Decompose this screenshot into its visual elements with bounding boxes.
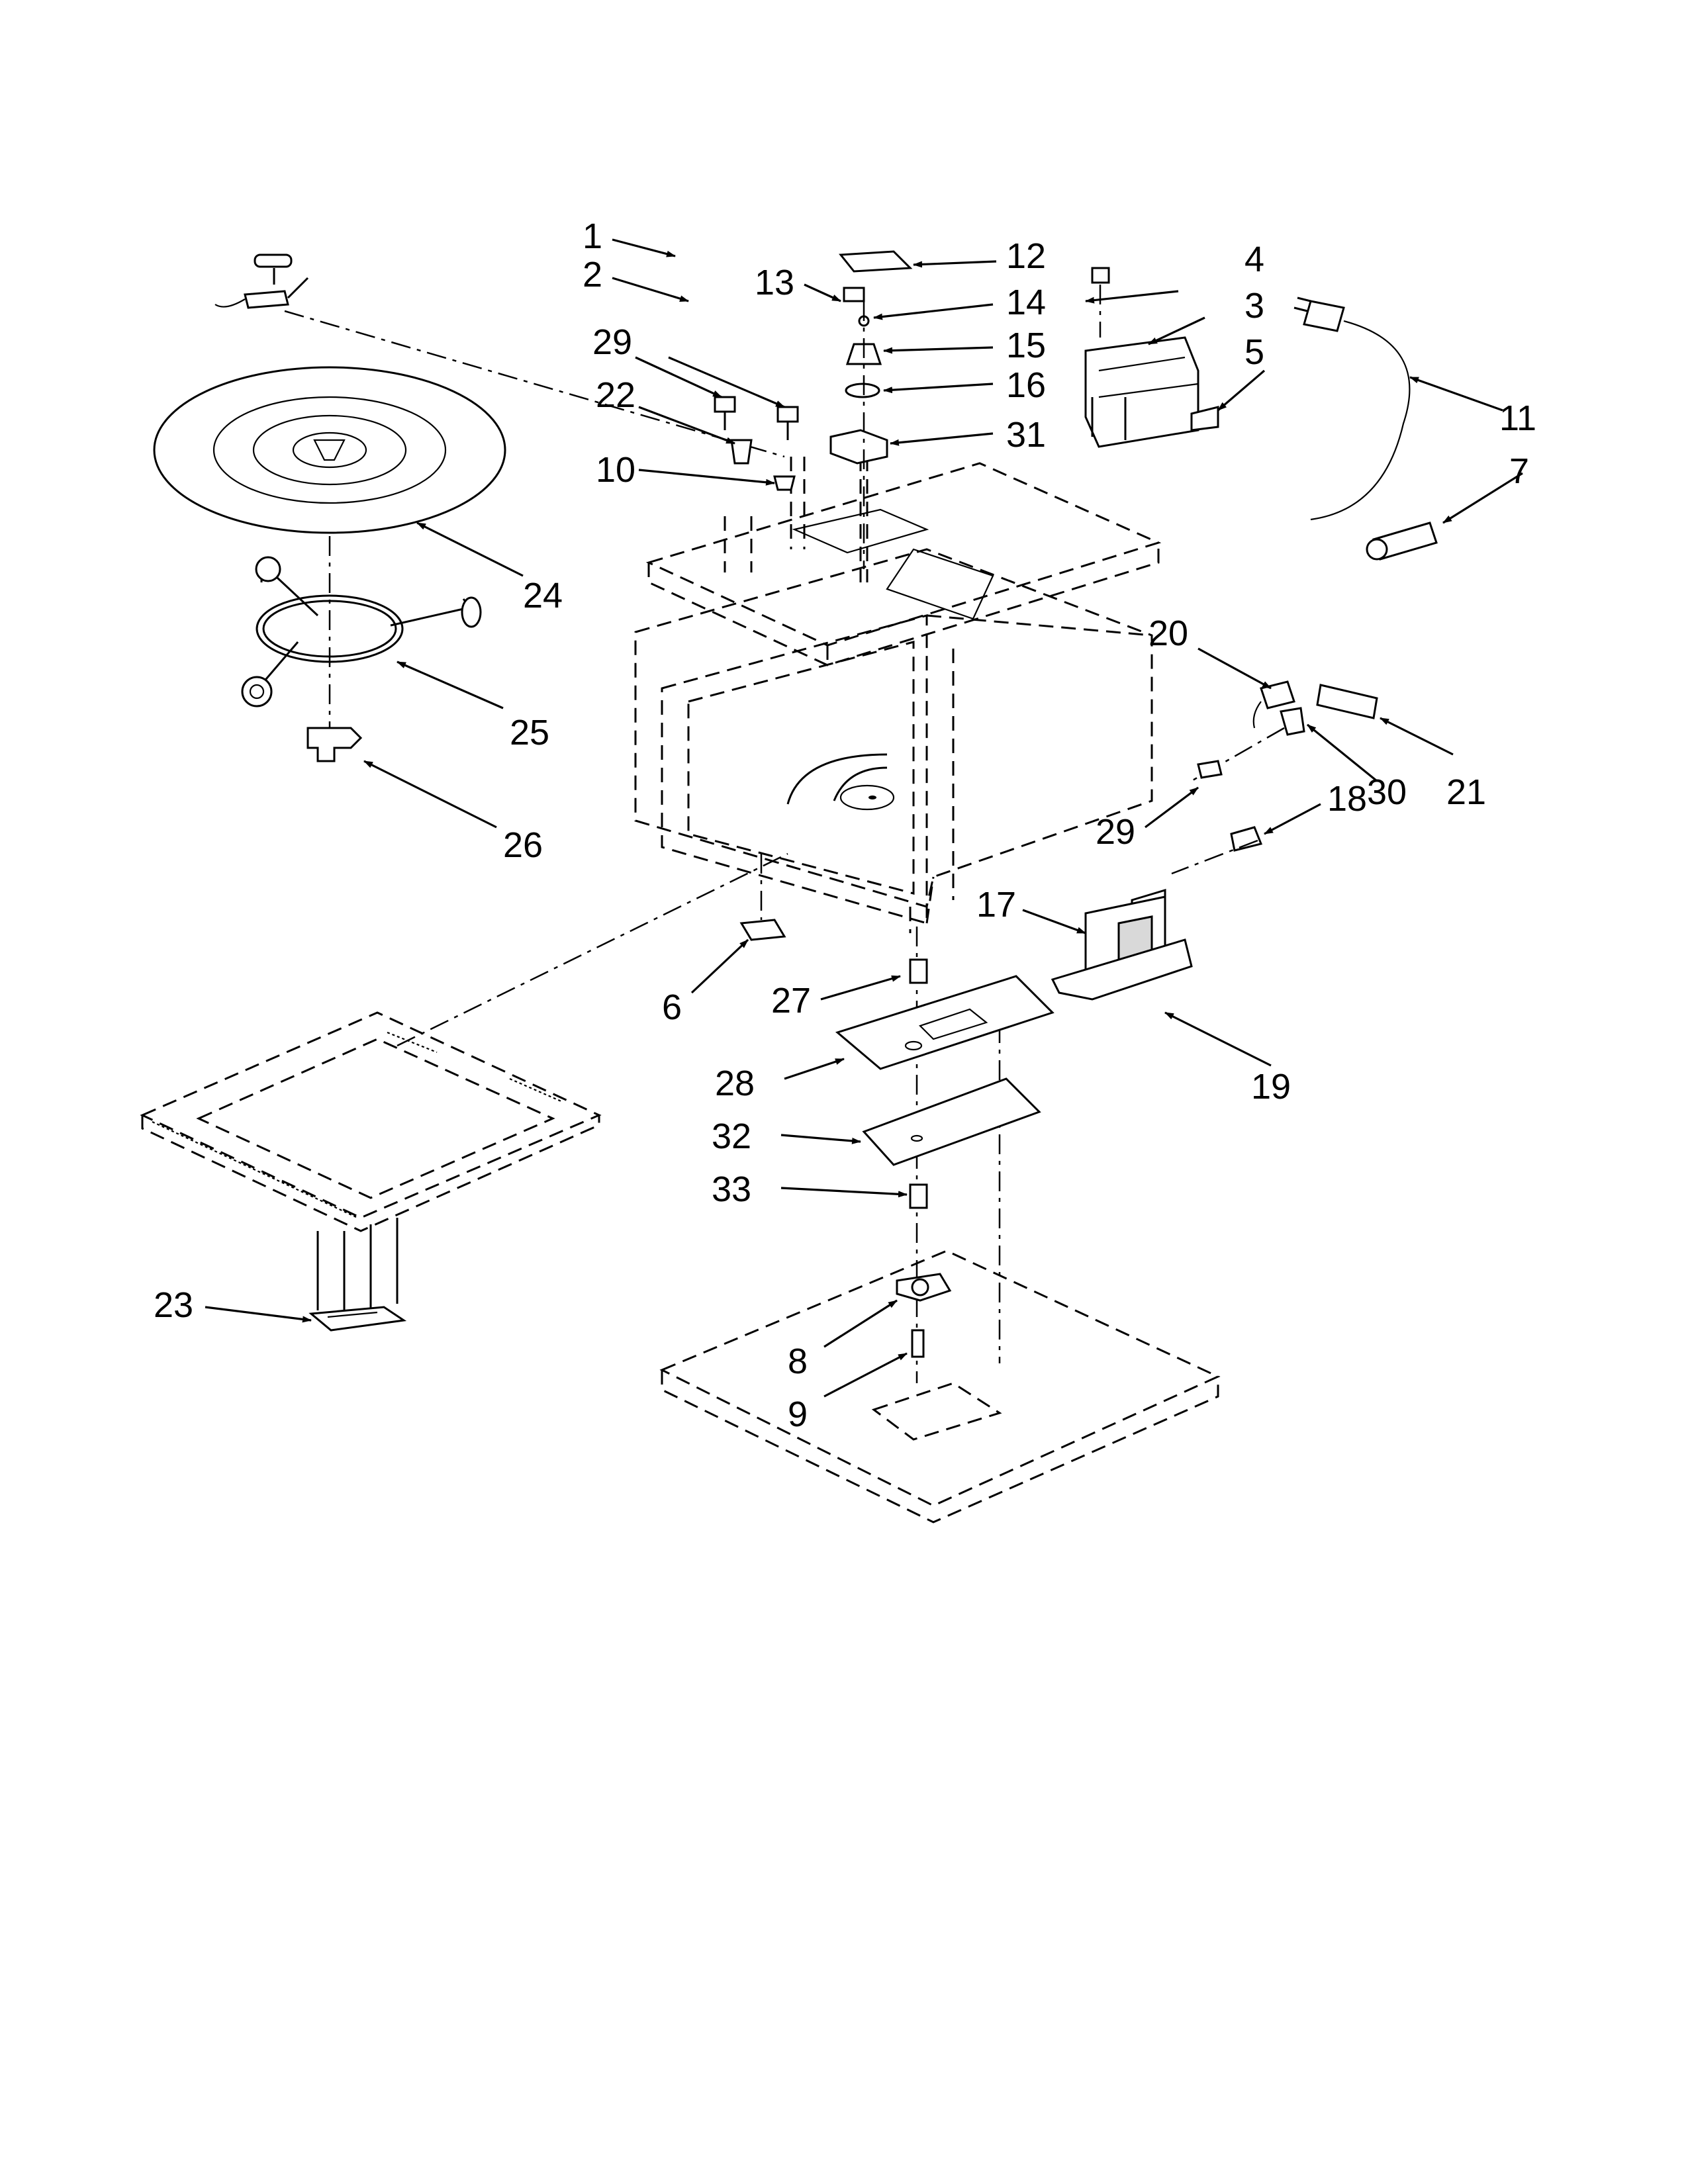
callout-3: 3	[1244, 286, 1264, 326]
callout-25: 25	[510, 713, 549, 752]
callout-23: 23	[154, 1285, 193, 1325]
transformer	[1051, 888, 1193, 1001]
callout-33: 33	[712, 1169, 751, 1209]
oven-cabinet	[634, 457, 1162, 933]
leader-arrows	[205, 238, 1523, 1398]
magnetron	[1084, 267, 1219, 448]
callout-27: 27	[771, 981, 811, 1021]
callout-17: 17	[976, 885, 1016, 925]
callout-10: 10	[596, 450, 635, 490]
small-parts-top-left	[214, 253, 799, 491]
callout-20: 20	[1149, 614, 1188, 653]
callout-30: 30	[1367, 772, 1407, 812]
coupler	[306, 727, 363, 762]
roller-ring	[241, 556, 482, 707]
callout-28: 28	[715, 1064, 755, 1103]
callout-29-right: 29	[1096, 812, 1135, 852]
callout-6: 6	[662, 987, 682, 1027]
callout-5: 5	[1244, 332, 1264, 372]
callout-21: 21	[1446, 772, 1486, 812]
callout-15: 15	[1006, 326, 1046, 365]
center-stack	[739, 854, 1055, 1383]
callout-2: 2	[583, 255, 602, 295]
callout-1: 1	[583, 216, 602, 256]
bottom-plate	[659, 1250, 1221, 1524]
callout-19: 19	[1251, 1067, 1291, 1107]
callout-31: 31	[1006, 415, 1046, 455]
parts-right-mid	[1171, 680, 1378, 875]
thermal-fuse	[1366, 522, 1438, 561]
callout-32: 32	[712, 1116, 751, 1156]
callout-26: 26	[503, 825, 543, 865]
power-cord	[1293, 296, 1411, 521]
callout-13: 13	[755, 263, 794, 302]
callout-22: 22	[596, 375, 635, 415]
callout-24: 24	[523, 576, 563, 615]
callout-8: 8	[788, 1342, 808, 1381]
callout-7: 7	[1509, 451, 1529, 491]
callout-12: 12	[1006, 236, 1046, 276]
grease-filter-base	[140, 852, 788, 1332]
small-parts-top-center	[829, 250, 913, 569]
callout-11: 11	[1499, 398, 1536, 438]
glass-tray	[153, 366, 506, 534]
callout-29-top: 29	[592, 322, 632, 362]
callout-labels: 1 2 3 4 5 6 7 8 9 10 11 12 13 14 15 16 1…	[154, 216, 1536, 1434]
callout-14: 14	[1006, 283, 1046, 322]
callout-18: 18	[1327, 779, 1367, 819]
callout-9: 9	[788, 1394, 808, 1434]
callout-16: 16	[1006, 365, 1046, 405]
callout-4: 4	[1244, 240, 1264, 279]
